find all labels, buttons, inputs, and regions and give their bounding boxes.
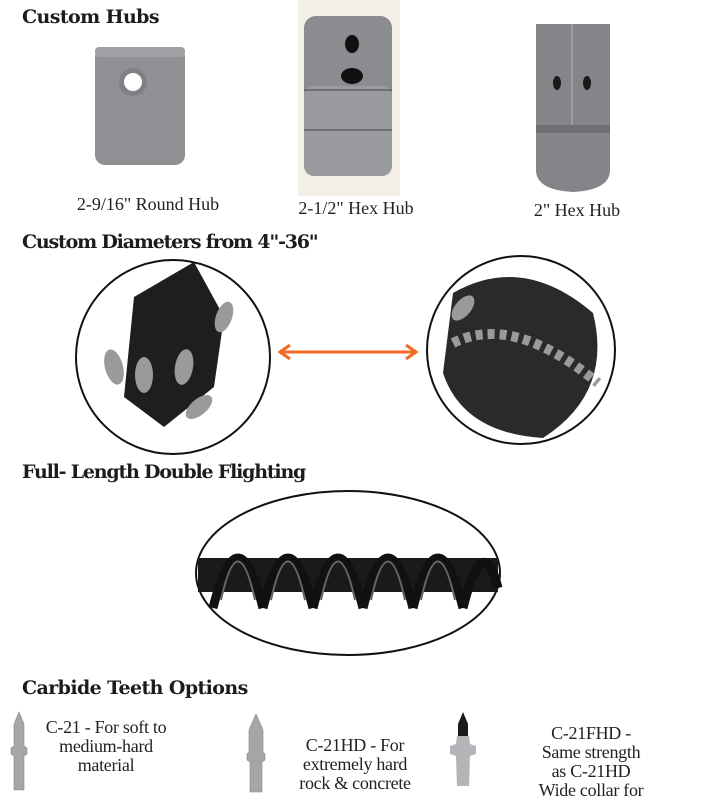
desc-line: Wide collar for block <box>538 780 644 800</box>
c21fhd-description: C-21FHD - Same strength as C-21HD Wide c… <box>532 724 650 800</box>
desc-line: extremely hard <box>302 754 408 774</box>
desc-line: as C-21HD <box>551 761 631 781</box>
desc-line: rock & concrete <box>299 773 411 793</box>
desc-line: C-21FHD - Same strength <box>541 723 641 762</box>
c21fhd-tooth-icon <box>450 712 476 786</box>
hex-hub-250-label: 2-1/2" Hex Hub <box>298 198 414 218</box>
c21-description: C-21 - For soft to medium-hard material <box>46 718 167 775</box>
desc-line: material <box>77 755 135 775</box>
desc-line: C-21 - For soft to <box>45 717 167 737</box>
custom-diameters-heading: Custom Diameters from 4"-36" <box>22 231 319 253</box>
round-hub-label: 2-9/16" Round Hub <box>76 194 220 214</box>
large-auger-tip-image <box>426 255 616 445</box>
double-flighting-image <box>195 490 503 656</box>
c21hd-description: C-21HD - For extremely hard rock & concr… <box>299 735 411 793</box>
c21hd-tooth-icon <box>246 713 266 793</box>
c21-tooth-icon <box>10 711 28 791</box>
desc-line: C-21HD - For <box>305 735 405 755</box>
small-auger-tip-image <box>75 259 271 455</box>
hex-hub-250-image <box>304 16 392 176</box>
double-flighting-heading: Full- Length Double Flighting <box>22 461 306 483</box>
diameter-range-arrow-icon <box>277 343 419 361</box>
hex-hub-2in-image <box>536 24 610 192</box>
desc-line: medium-hard <box>59 736 153 756</box>
custom-hubs-heading: Custom Hubs <box>22 6 160 28</box>
carbide-teeth-heading: Carbide Teeth Options <box>22 677 248 699</box>
round-hub-image <box>95 47 185 165</box>
hex-hub-2in-label: 2" Hex Hub <box>533 200 621 220</box>
